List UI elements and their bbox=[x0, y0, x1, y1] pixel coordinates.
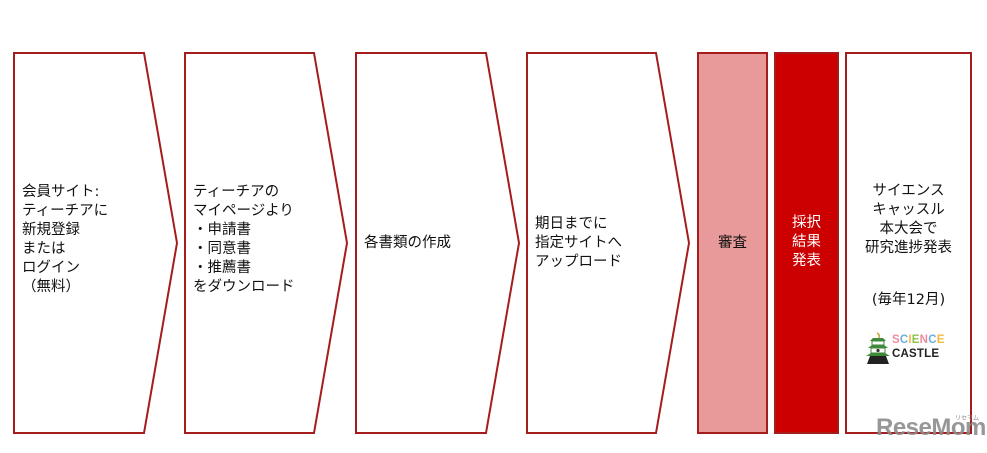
step-present-shape bbox=[845, 52, 972, 434]
step-download-shape bbox=[184, 52, 349, 434]
step-review-shape bbox=[697, 52, 768, 434]
step-review-text: 審査 bbox=[718, 235, 747, 251]
step-upload-text: 期日までに 指定サイトへ アップロード bbox=[535, 216, 622, 270]
resemom-watermark-kana: リセマム bbox=[955, 415, 980, 422]
logo-word-castle: CASTLE bbox=[892, 348, 940, 360]
step-create-text: 各書類の作成 bbox=[364, 235, 451, 251]
step-present-text: サイエンス キャッスル 本大会で 研究進捗発表 bbox=[865, 183, 952, 256]
step-register-text: 会員サイト: ティーチアに 新規登録 または ログイン （無料） bbox=[22, 184, 109, 295]
step-present-subtext: (毎年12月) bbox=[871, 292, 946, 308]
science-castle-logo: SCIENCE CASTLE bbox=[866, 331, 958, 365]
step-register-shape bbox=[13, 52, 179, 434]
logo-word-science: SCIENCE bbox=[892, 334, 945, 346]
step-upload-shape bbox=[526, 52, 691, 434]
step-result-text: 採択 結果 発表 bbox=[792, 215, 821, 269]
step-create-shape bbox=[355, 52, 521, 434]
step-download-text: ティーチアの マイページより ・申請書 ・同意書 ・推薦書 をダウンロード bbox=[193, 184, 295, 295]
castle-icon bbox=[866, 332, 890, 364]
resemom-watermark: ReseMom bbox=[876, 414, 986, 441]
step-result-shape bbox=[774, 52, 839, 434]
